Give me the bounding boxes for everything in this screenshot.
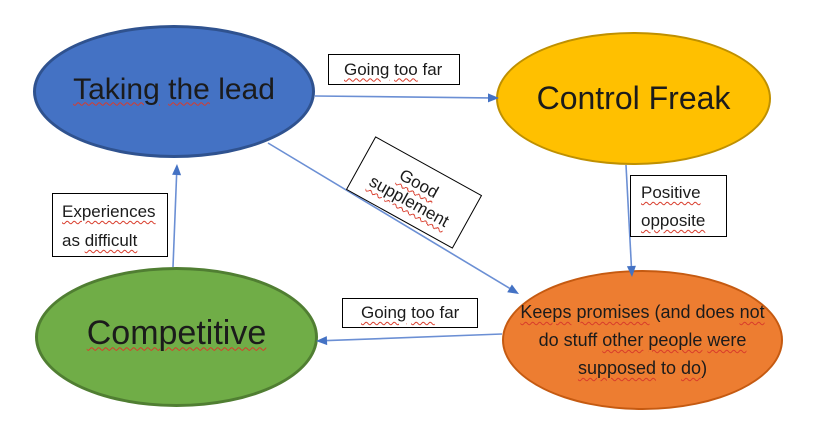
arrow-competitive-to-taking[interactable] xyxy=(172,164,182,268)
node-keeps-promises-label: Keeps promises (and does not do stuff ot… xyxy=(504,298,781,382)
arrow-head-icon xyxy=(488,93,499,103)
arrow-head-icon xyxy=(172,164,182,176)
arrow-taking-to-keeps-promises[interactable] xyxy=(267,142,519,294)
node-taking-the-lead[interactable]: Taking the lead xyxy=(33,25,315,158)
edge-label-going-too-far-top[interactable]: Going too far xyxy=(328,54,460,85)
arrow-line xyxy=(314,95,490,99)
edge-label-positive-opposite[interactable]: Positive opposite xyxy=(630,175,727,237)
edge-label-going-too-far-bottom[interactable]: Going too far xyxy=(342,298,478,328)
node-control-freak-label: Control Freak xyxy=(536,80,731,116)
arrow-line xyxy=(625,164,633,267)
edge-label-text-line1: Experiences xyxy=(62,202,156,221)
arrow-keeps-promises-to-competitive[interactable] xyxy=(316,333,503,346)
arrow-line xyxy=(267,142,511,289)
arrow-taking-to-control-freak[interactable] xyxy=(314,93,499,103)
arrow-head-icon xyxy=(507,284,519,294)
edge-label-text-line1: Positive xyxy=(641,183,701,202)
edge-label-text-line2: as difficult xyxy=(62,231,138,250)
node-keeps-promises[interactable]: Keeps promises (and does not do stuff ot… xyxy=(502,270,783,410)
node-keeps-promises-line2: do stuff other people were xyxy=(538,330,747,350)
arrow-head-icon xyxy=(316,336,328,346)
arrow-control-freak-to-keeps-promises[interactable] xyxy=(625,164,636,277)
edge-label-text: Going too far xyxy=(344,59,443,79)
edge-label-experiences-as-difficult[interactable]: Experiences as difficult xyxy=(52,193,168,257)
node-competitive-label: Competitive xyxy=(86,313,267,352)
arrow-line xyxy=(326,333,503,342)
node-taking-the-lead-label: Taking the lead xyxy=(73,72,275,106)
node-keeps-promises-line1: Keeps promises (and does not xyxy=(520,302,765,322)
node-competitive[interactable]: Competitive xyxy=(35,267,318,407)
edge-label-text-line2: opposite xyxy=(641,211,706,230)
edge-label-text: Going too far xyxy=(361,303,460,322)
arrow-head-icon xyxy=(626,265,636,277)
node-keeps-promises-line3: supposed to do) xyxy=(577,358,708,378)
arrow-line xyxy=(172,174,178,268)
node-control-freak[interactable]: Control Freak xyxy=(496,32,771,165)
